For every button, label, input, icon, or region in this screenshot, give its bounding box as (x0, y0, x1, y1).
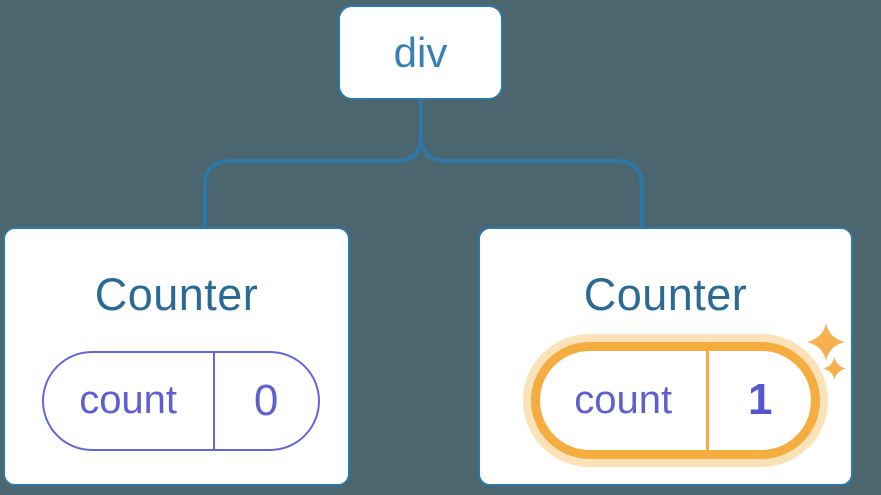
sparkle-icon-large (807, 323, 845, 361)
state-pill-highlighted: count 1 (531, 341, 820, 459)
state-key-label: count (540, 350, 710, 450)
counter-card-right: Counter count 1 (478, 227, 853, 486)
state-key-label: count (44, 352, 215, 449)
connector-right-branch (419, 98, 644, 229)
state-pill: count 0 (41, 350, 320, 451)
state-value: 0 (253, 375, 279, 425)
component-title: Counter (583, 269, 748, 320)
counter-card-left: Counter count 0 (3, 227, 350, 486)
root-node-label: div (393, 28, 448, 76)
state-value: 1 (747, 375, 773, 425)
component-title: Counter (94, 269, 259, 320)
root-node: div (338, 5, 503, 100)
connector-left-branch (203, 98, 423, 229)
sparkle-icon-small (823, 357, 846, 380)
